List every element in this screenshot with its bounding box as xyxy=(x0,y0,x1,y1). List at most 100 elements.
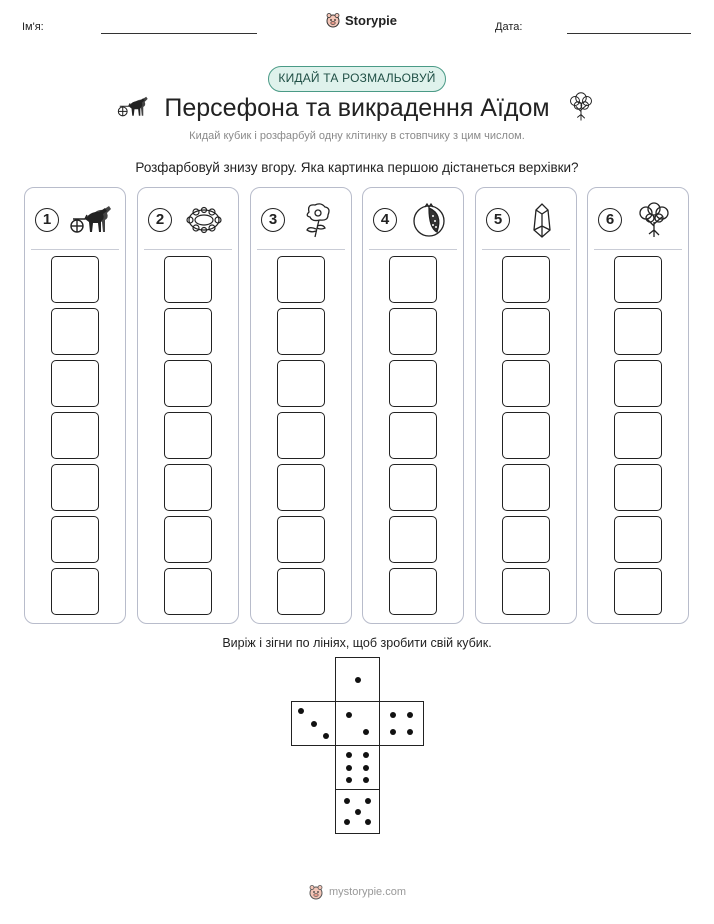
column-number: 2 xyxy=(148,208,172,232)
die-pip xyxy=(389,711,396,718)
color-cell[interactable] xyxy=(51,412,99,459)
column-divider xyxy=(257,249,345,250)
color-cell[interactable] xyxy=(277,308,325,355)
column-6: 6 xyxy=(587,187,689,624)
color-cell[interactable] xyxy=(277,568,325,615)
page-title: Персефона та викрадення Аїдом xyxy=(164,94,550,122)
color-cell[interactable] xyxy=(614,308,662,355)
column-number: 5 xyxy=(486,208,510,232)
color-cell[interactable] xyxy=(502,308,550,355)
die-face-3 xyxy=(291,701,336,746)
color-cell[interactable] xyxy=(164,308,212,355)
color-cell[interactable] xyxy=(277,464,325,511)
tree-icon xyxy=(570,92,592,121)
color-cell[interactable] xyxy=(164,568,212,615)
footer-url: mystorypie.com xyxy=(329,886,407,898)
die-pip xyxy=(363,764,370,771)
color-cell[interactable] xyxy=(389,568,437,615)
color-cell[interactable] xyxy=(389,464,437,511)
brand-logo: Storypie xyxy=(325,12,397,28)
color-cell[interactable] xyxy=(164,256,212,303)
color-cell[interactable] xyxy=(389,516,437,563)
die-pip xyxy=(363,729,370,736)
poppy-icon xyxy=(306,203,330,238)
die-face-4 xyxy=(379,701,424,746)
die-pip xyxy=(407,711,414,718)
color-cell[interactable] xyxy=(502,516,550,563)
die-pip xyxy=(354,676,361,683)
pig-mascot-icon xyxy=(309,885,323,900)
column-5: 5 xyxy=(475,187,577,624)
die-pip xyxy=(389,729,396,736)
color-cell[interactable] xyxy=(51,464,99,511)
activity-badge: КИДАЙ ТА РОЗМАЛЬОВУЙ xyxy=(268,66,446,92)
column-divider xyxy=(31,249,119,250)
die-pip xyxy=(345,777,352,784)
color-cell[interactable] xyxy=(614,516,662,563)
die-face-6 xyxy=(335,745,380,790)
color-cell[interactable] xyxy=(51,360,99,407)
die-face-1 xyxy=(335,657,380,702)
name-label: Ім'я: xyxy=(22,21,44,33)
chariot-icon xyxy=(117,96,148,117)
die-pip xyxy=(310,720,317,727)
column-divider xyxy=(369,249,457,250)
die-pip xyxy=(343,819,350,826)
die-pip xyxy=(407,729,414,736)
subtitle: Кидай кубик і розфарбуй одну клітинку в … xyxy=(189,130,525,142)
brand-name: Storypie xyxy=(345,12,398,28)
color-cell[interactable] xyxy=(614,256,662,303)
die-pip xyxy=(345,751,352,758)
flower-wreath-icon xyxy=(186,206,222,234)
color-cell[interactable] xyxy=(51,308,99,355)
color-cell[interactable] xyxy=(614,412,662,459)
column-divider xyxy=(144,249,232,250)
color-cell[interactable] xyxy=(502,464,550,511)
instruction-text: Розфарбовуй знизу вгору. Яка картинка пе… xyxy=(135,160,579,175)
die-pip xyxy=(365,819,372,826)
die-pip xyxy=(345,711,352,718)
date-line xyxy=(567,33,691,34)
cut-instruction: Виріж і зігни по лініях, щоб зробити сві… xyxy=(222,636,492,650)
color-cell[interactable] xyxy=(51,516,99,563)
color-cell[interactable] xyxy=(277,256,325,303)
color-cell[interactable] xyxy=(614,568,662,615)
column-4: 4 xyxy=(362,187,464,624)
date-label: Дата: xyxy=(495,21,523,33)
tree-icon xyxy=(639,202,669,237)
die-pip xyxy=(322,732,329,739)
color-cell[interactable] xyxy=(502,360,550,407)
color-cell[interactable] xyxy=(389,360,437,407)
color-cell[interactable] xyxy=(277,412,325,459)
column-number: 3 xyxy=(261,208,285,232)
color-cell[interactable] xyxy=(277,516,325,563)
color-cell[interactable] xyxy=(164,412,212,459)
column-2: 2 xyxy=(137,187,239,624)
column-divider xyxy=(594,249,682,250)
color-cell[interactable] xyxy=(614,464,662,511)
footer: mystorypie.com xyxy=(308,884,406,900)
color-cell[interactable] xyxy=(51,256,99,303)
color-cell[interactable] xyxy=(277,360,325,407)
die-pip xyxy=(363,777,370,784)
column-divider xyxy=(482,249,570,250)
color-cell[interactable] xyxy=(389,412,437,459)
color-cell[interactable] xyxy=(502,412,550,459)
column-number: 4 xyxy=(373,208,397,232)
color-cell[interactable] xyxy=(51,568,99,615)
crystal-icon xyxy=(533,203,551,238)
color-cell[interactable] xyxy=(164,516,212,563)
die-pip xyxy=(354,808,361,815)
color-cell[interactable] xyxy=(389,256,437,303)
color-cell[interactable] xyxy=(502,568,550,615)
color-cell[interactable] xyxy=(502,256,550,303)
color-cell[interactable] xyxy=(164,464,212,511)
color-cell[interactable] xyxy=(164,360,212,407)
die-face-2 xyxy=(335,701,380,746)
die-face-5 xyxy=(335,789,380,834)
column-3: 3 xyxy=(250,187,352,624)
die-pip xyxy=(345,764,352,771)
color-cell[interactable] xyxy=(389,308,437,355)
die-pip xyxy=(365,797,372,804)
color-cell[interactable] xyxy=(614,360,662,407)
